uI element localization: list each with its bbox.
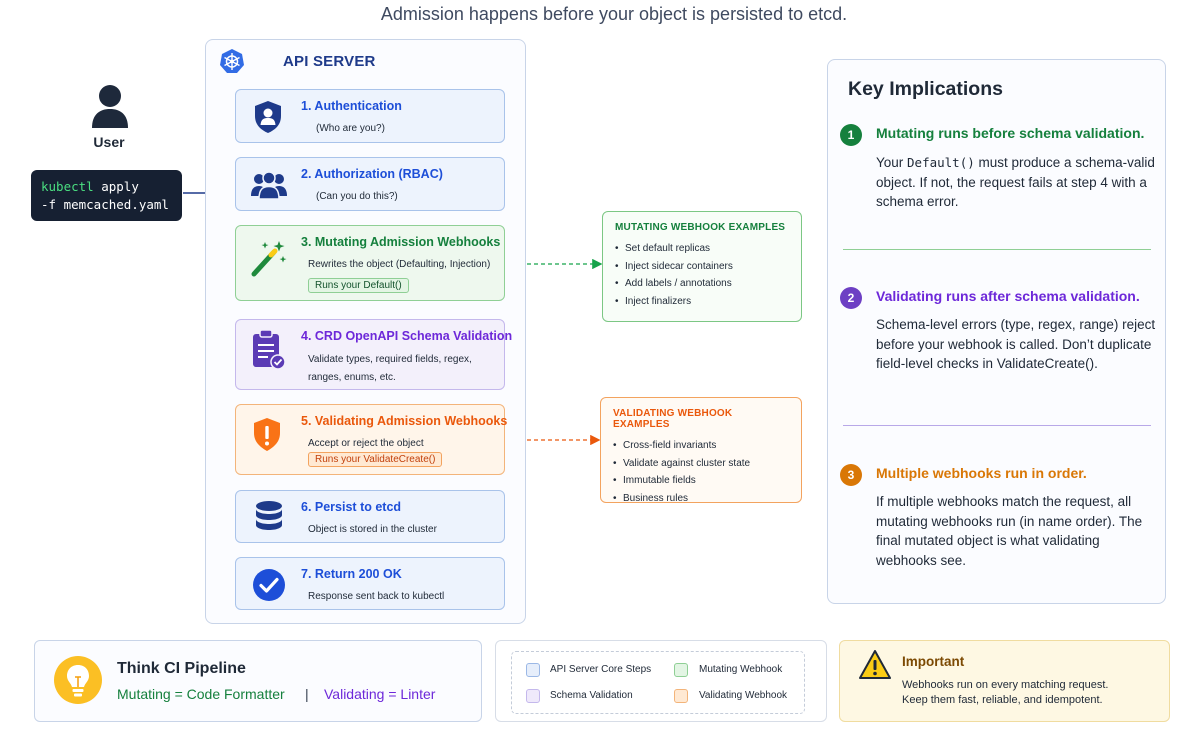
legend-swatch-schema	[526, 689, 540, 703]
list-item: Add labels / annotations	[615, 275, 789, 293]
ci-validating: Validating = Linter	[324, 686, 436, 702]
list-item: Inject finalizers	[615, 293, 789, 311]
legend-swatch-core	[526, 663, 540, 677]
ci-pipeline-box	[34, 640, 482, 722]
page-title: Admission happens before your object is …	[380, 4, 848, 24]
list-item: Immutable fields	[613, 472, 789, 490]
legend-label-validating: Validating Webhook	[699, 690, 788, 701]
divider	[843, 249, 1151, 250]
list-item: Inject sidecar containers	[615, 258, 789, 276]
step-validating-webhooks: 5. Validating Admission Webhooks Accept …	[235, 404, 508, 475]
step-5-desc: Accept or reject the object	[308, 438, 424, 449]
kubectl-file-arg: -f memcached.yaml	[41, 197, 169, 212]
step-4-desc: Validate types, required fields, regex, …	[308, 354, 472, 383]
list-item: Set default replicas	[615, 240, 789, 258]
implication-2-body: Schema-level errors (type, regex, range)…	[876, 317, 1156, 372]
implication-3-body: If multiple webhooks match the request, …	[876, 494, 1143, 568]
lightbulb-icon	[54, 656, 102, 704]
legend-label-mutating: Mutating Webhook	[699, 664, 783, 675]
divider	[843, 425, 1151, 426]
validating-examples-title: VALIDATING WEBHOOK EXAMPLES	[613, 408, 733, 430]
implication-3-number: 3	[840, 464, 862, 486]
list-item: Validate against cluster state	[613, 455, 789, 473]
step-5-tag: Runs your ValidateCreate()	[308, 452, 443, 467]
step-return-200: 7. Return 200 OK Response sent back to k…	[235, 557, 505, 610]
step-6-desc: Object is stored in the cluster	[308, 524, 437, 535]
step-6-title: 6. Persist to etcd	[301, 500, 402, 514]
implication-1-body-code: Default()	[907, 155, 975, 170]
ci-title: Think CI Pipeline	[117, 660, 246, 677]
step-authorization: 2. Authorization (RBAC) (Can you do this…	[235, 157, 505, 211]
legend	[511, 651, 805, 714]
kubectl-keyword: kubectl	[41, 179, 94, 194]
list-item: Cross-field invariants	[613, 437, 789, 455]
validating-examples-box: VALIDATING WEBHOOK EXAMPLES Cross-field …	[600, 397, 802, 507]
step-3-desc: Rewrites the object (Defaulting, Injecti…	[308, 259, 491, 270]
implication-2-number: 2	[840, 287, 862, 309]
shield-person-icon	[255, 101, 281, 133]
kubernetes-logo-icon	[220, 49, 244, 73]
step-schema-validation: 4. CRD OpenAPI Schema Validation Validat…	[235, 319, 512, 390]
step-3-title: 3. Mutating Admission Webhooks	[301, 235, 501, 249]
warning-icon	[859, 650, 891, 679]
implication-1-heading: Mutating runs before schema validation.	[876, 125, 1145, 141]
legend-label-core: API Server Core Steps	[550, 664, 652, 675]
implication-1-body-pre: Your	[876, 155, 908, 170]
check-circle-icon	[253, 569, 285, 601]
important-title: Important	[902, 654, 965, 669]
step-2-title: 2. Authorization (RBAC)	[301, 167, 443, 181]
clipboard-check-icon	[253, 329, 286, 370]
step-5-title: 5. Validating Admission Webhooks	[301, 414, 508, 428]
important-box	[839, 640, 1170, 722]
step-authentication: 1. Authentication (Who are you?)	[235, 89, 505, 143]
legend-label-schema: Schema Validation	[550, 690, 633, 701]
step-persist-etcd: 6. Persist to etcd Object is stored in t…	[235, 490, 505, 543]
step-1-desc: (Who are you?)	[316, 123, 385, 134]
implication-1-body-post: must produce a schema-valid object. If n…	[876, 155, 1155, 210]
magic-wand-icon	[251, 241, 287, 277]
database-icon	[256, 501, 282, 530]
legend-swatch-validating	[674, 689, 688, 703]
ci-mutating: Mutating = Code Formatter	[117, 686, 285, 702]
api-server-title: API SERVER	[283, 53, 376, 70]
legend-swatch-mutating	[674, 663, 688, 677]
implication-1-body: Your Default() must produce a schema-val…	[876, 153, 1161, 212]
kubectl-args: apply	[93, 179, 139, 194]
users-icon	[251, 171, 287, 200]
step-4-title: 4. CRD OpenAPI Schema Validation	[301, 329, 513, 343]
step-1-title: 1. Authentication	[301, 99, 402, 113]
key-implications-title: Key Implications	[848, 78, 1003, 100]
step-mutating-webhooks: 3. Mutating Admission Webhooks Rewrites …	[235, 225, 505, 301]
ci-separator: |	[305, 686, 309, 702]
step-7-title: 7. Return 200 OK	[301, 567, 402, 581]
kubectl-command: kubectl apply -f memcached.yaml	[31, 170, 182, 221]
legend-box	[495, 640, 827, 722]
mutating-examples-title: MUTATING WEBHOOK EXAMPLES	[615, 222, 786, 233]
mutating-examples-box: MUTATING WEBHOOK EXAMPLES Set default re…	[602, 211, 802, 322]
user-icon	[92, 85, 128, 128]
important-line-1: Webhooks run on every matching request.	[902, 679, 1109, 691]
step-3-tag: Runs your Default()	[308, 278, 409, 293]
key-implications-panel	[827, 59, 1166, 604]
implication-2-heading: Validating runs after schema validation.	[876, 288, 1140, 304]
shield-alert-icon	[254, 418, 280, 451]
important-line-2: Keep them fast, reliable, and idempotent…	[902, 694, 1103, 706]
step-2-desc: (Can you do this?)	[316, 191, 398, 202]
implication-3-heading: Multiple webhooks run in order.	[876, 465, 1087, 481]
implication-1-number: 1	[840, 124, 862, 146]
list-item: Business rules	[613, 490, 789, 508]
user-label: User	[93, 134, 125, 150]
step-7-desc: Response sent back to kubectl	[308, 591, 445, 602]
